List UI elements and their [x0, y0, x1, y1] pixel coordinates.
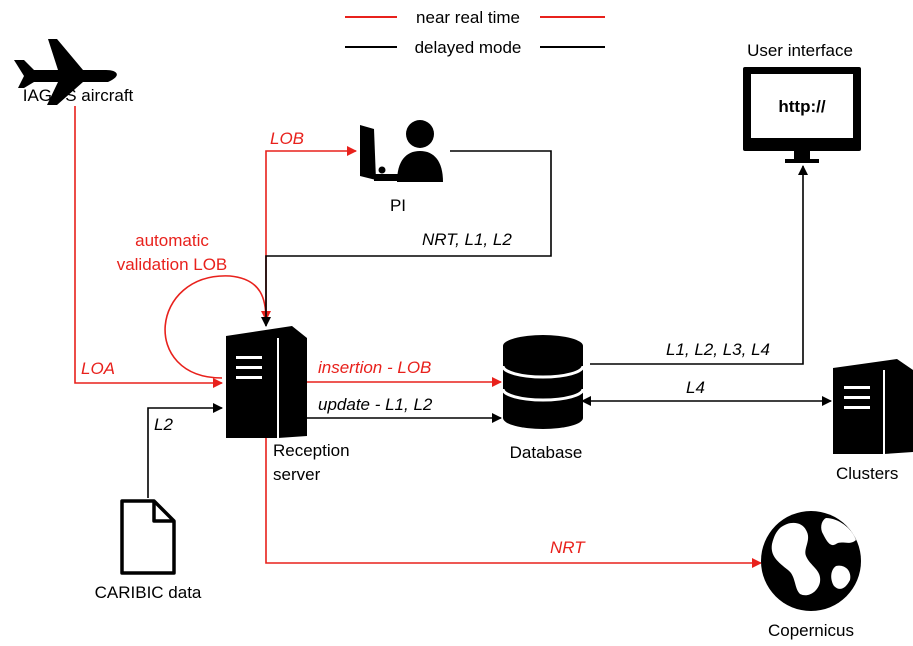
edge-label-loa: LOA: [81, 359, 115, 378]
edge-label-nrt: NRT: [550, 538, 586, 557]
legend: near real time delayed mode: [345, 8, 605, 57]
airplane-icon: [14, 39, 117, 105]
edge-reception-copernicus: [265, 438, 762, 568]
edge-pi-reception: [261, 150, 552, 327]
caribic-label: CARIBIC data: [95, 583, 202, 602]
pi-label: PI: [390, 196, 406, 215]
edge-label-insertion: insertion - LOB: [318, 358, 431, 377]
edge-label-validation-lob: validation LOB: [117, 255, 228, 274]
database-icon: [501, 335, 585, 429]
edge-label-lob: LOB: [270, 129, 304, 148]
edge-caribic-reception: [147, 403, 223, 498]
edge-label-l1-l4: L1, L2, L3, L4: [666, 340, 770, 359]
globe-icon: [761, 511, 861, 611]
document-icon: [120, 499, 176, 575]
edge-aircraft-reception: [74, 106, 223, 388]
edge-label-l2: L2: [154, 415, 173, 434]
legend-near-real-time: near real time: [416, 8, 520, 27]
edge-label-update: update - L1, L2: [318, 395, 433, 414]
cluster-server-icon: [833, 359, 913, 454]
user-interface-label: User interface: [747, 41, 853, 60]
edge-label-nrt-l1-l2: NRT, L1, L2: [422, 230, 512, 249]
edge-label-automatic: automatic: [135, 231, 209, 250]
database-label: Database: [510, 443, 583, 462]
server-icon: [226, 326, 307, 438]
aircraft-label: IAGOS aircraft: [23, 86, 134, 105]
researcher-icon: [360, 120, 443, 182]
clusters-label: Clusters: [836, 464, 898, 483]
edge-label-l4: L4: [686, 378, 705, 397]
copernicus-label: Copernicus: [768, 621, 854, 640]
monitor-url-text: http://: [778, 97, 825, 116]
reception-label-line1: Reception: [273, 441, 350, 460]
edge-database-ui: [590, 165, 808, 365]
legend-delayed-mode: delayed mode: [415, 38, 522, 57]
edge-auto-validation-loop: [164, 275, 271, 379]
monitor-icon: [743, 67, 861, 163]
reception-label-line2: server: [273, 465, 321, 484]
edge-reception-pi: [265, 146, 357, 325]
